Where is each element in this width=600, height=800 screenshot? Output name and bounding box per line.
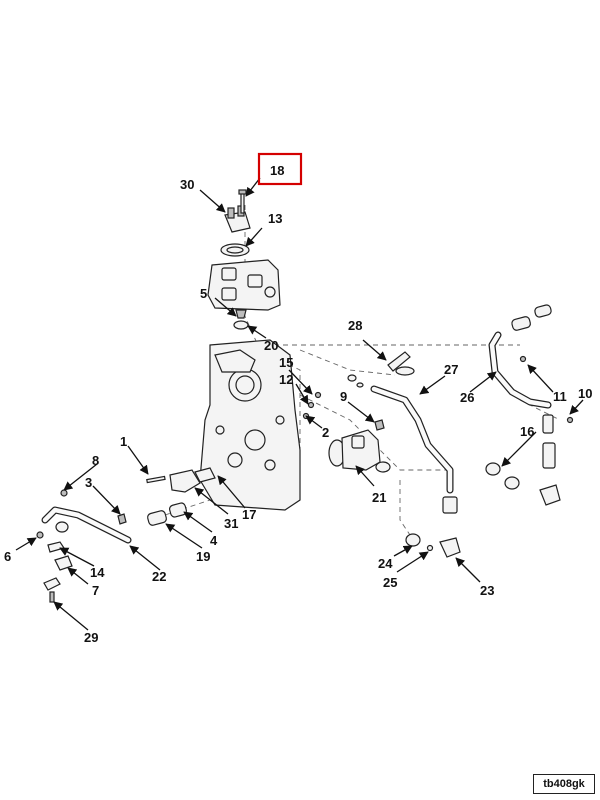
front-gear-cover-housing — [199, 339, 301, 511]
callout-15: 15 — [279, 355, 293, 370]
bolt-1 — [146, 475, 166, 484]
callout-2: 2 — [322, 425, 329, 440]
tube-27 — [370, 385, 458, 514]
callout-8: 8 — [92, 453, 99, 468]
callout-22: 22 — [152, 569, 166, 584]
tube-22 — [41, 506, 132, 544]
callout-21: 21 — [372, 490, 386, 505]
washer-25 — [426, 544, 434, 552]
callout-4: 4 — [210, 533, 218, 548]
callout-25: 25 — [383, 575, 397, 590]
sleeve-19 — [147, 510, 167, 526]
elbow-fitting-30 — [224, 205, 251, 233]
reference-code-label: tb408gk — [533, 774, 595, 794]
callout-29: 29 — [84, 630, 98, 645]
callout-labels: 18 30 13 5 20 28 15 12 2 9 27 26 11 10 1… — [4, 163, 592, 645]
clip-14 — [47, 541, 65, 553]
callout-30: 30 — [180, 177, 194, 192]
o-ring-20 — [233, 320, 249, 330]
callout-14: 14 — [90, 565, 105, 580]
plug-11 — [519, 355, 527, 363]
callout-26: 26 — [460, 390, 474, 405]
callout-23: 23 — [480, 583, 494, 598]
callout-3: 3 — [85, 475, 92, 490]
callout-10: 10 — [578, 386, 592, 401]
callout-1: 1 — [120, 434, 127, 449]
plug-6 — [36, 531, 44, 539]
callout-7: 7 — [92, 583, 99, 598]
callout-13: 13 — [268, 211, 282, 226]
callout-27: 27 — [444, 362, 458, 377]
plug-12 — [307, 401, 315, 409]
clamp-29 — [43, 577, 61, 603]
thermostat-housing — [207, 259, 281, 311]
plug-5 — [235, 309, 247, 319]
callout-20: 20 — [264, 338, 278, 353]
callout-11: 11 — [553, 389, 567, 404]
callout-17: 17 — [242, 507, 256, 522]
gasket-13 — [220, 243, 250, 257]
callout-6: 6 — [4, 549, 11, 564]
connector-28 — [347, 351, 415, 388]
bracket-17 — [194, 467, 216, 483]
sleeve-4 — [169, 502, 187, 518]
callout-5: 5 — [200, 286, 207, 301]
plate-31 — [169, 469, 201, 493]
elbow-23 — [439, 537, 461, 558]
callout-16: 16 — [520, 424, 534, 439]
callout-18: 18 — [270, 163, 284, 178]
tube-26 — [488, 304, 552, 409]
fitting-3 — [117, 513, 127, 525]
plug-10 — [566, 416, 574, 424]
callout-leaders — [15, 177, 584, 631]
callout-9: 9 — [340, 389, 347, 404]
clip-8 — [60, 489, 68, 497]
callout-24: 24 — [378, 556, 393, 571]
callout-28: 28 — [348, 318, 362, 333]
fitting-24 — [405, 533, 421, 547]
plug-15 — [314, 391, 322, 399]
hose-fittings-16 — [485, 414, 561, 506]
bracket-7 — [54, 555, 73, 571]
fitting-9 — [374, 419, 385, 431]
callout-12: 12 — [279, 372, 293, 387]
callout-31: 31 — [224, 516, 238, 531]
highlight-box-18 — [257, 152, 303, 186]
callout-19: 19 — [196, 549, 210, 564]
water-pump-21 — [328, 429, 391, 473]
